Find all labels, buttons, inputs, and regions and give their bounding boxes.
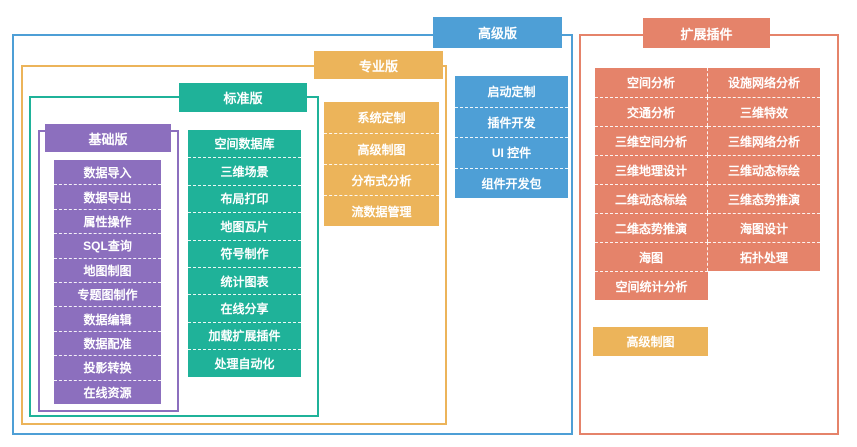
extension-item: 三维地理设计 bbox=[595, 155, 708, 184]
extension-item: 设施网络分析 bbox=[708, 68, 820, 97]
basic-feature-item: SQL查询 bbox=[54, 233, 161, 258]
extension-item: 海图设计 bbox=[708, 213, 820, 242]
extension-item: 二维态势推演 bbox=[595, 213, 708, 242]
advanced-feature-item: 组件开发包 bbox=[455, 167, 568, 198]
basic-feature-item: 数据导入 bbox=[54, 160, 161, 185]
professional-feature-list: 系统定制 高级制图 分布式分析 流数据管理 bbox=[324, 102, 439, 226]
basic-feature-item: 数据编辑 bbox=[54, 306, 161, 331]
advanced-feature-item: 插件开发 bbox=[455, 106, 568, 137]
basic-feature-item: 在线资源 bbox=[54, 379, 161, 404]
basic-feature-item: 属性操作 bbox=[54, 208, 161, 234]
standard-feature-item: 布局打印 bbox=[188, 184, 301, 213]
advanced-feature-item: UI 控件 bbox=[455, 137, 568, 168]
extension-extra-item: 高级制图 bbox=[593, 327, 708, 356]
extension-item: 拓扑处理 bbox=[708, 242, 820, 271]
professional-feature-item: 分布式分析 bbox=[324, 164, 439, 195]
extension-item: 交通分析 bbox=[595, 97, 708, 126]
standard-edition-title: 标准版 bbox=[179, 83, 307, 112]
professional-edition-title: 专业版 bbox=[314, 51, 443, 79]
extension-item: 三维网络分析 bbox=[708, 126, 820, 155]
extension-item: 空间分析 bbox=[595, 68, 708, 97]
advanced-edition-title: 高级版 bbox=[433, 17, 562, 48]
standard-feature-item: 地图瓦片 bbox=[188, 212, 301, 240]
extension-item: 三维特效 bbox=[708, 97, 820, 126]
basic-feature-item: 地图制图 bbox=[54, 257, 161, 282]
standard-feature-item: 处理自动化 bbox=[188, 349, 301, 377]
extension-item: 空间统计分析 bbox=[595, 271, 708, 300]
extension-item: 三维空间分析 bbox=[595, 126, 708, 155]
basic-feature-item: 投影转换 bbox=[54, 355, 161, 380]
standard-feature-item: 加载扩展插件 bbox=[188, 321, 301, 350]
professional-feature-item: 流数据管理 bbox=[324, 195, 439, 226]
standard-feature-list: 空间数据库 三维场景 布局打印 地图瓦片 符号制作 统计图表 在线分享 加载扩展… bbox=[188, 130, 301, 377]
basic-feature-item: 专题图制作 bbox=[54, 281, 161, 307]
advanced-feature-item: 启动定制 bbox=[455, 76, 568, 107]
basic-feature-list: 数据导入 数据导出 属性操作 SQL查询 地图制图 专题图制作 数据编辑 数据配… bbox=[54, 160, 161, 404]
extension-item: 海图 bbox=[595, 242, 708, 271]
basic-edition-title: 基础版 bbox=[45, 124, 171, 152]
standard-feature-item: 符号制作 bbox=[188, 239, 301, 267]
extension-item: 二维动态标绘 bbox=[595, 184, 708, 213]
professional-feature-item: 系统定制 bbox=[324, 102, 439, 133]
extension-item: 三维态势推演 bbox=[708, 184, 820, 213]
extension-item: 三维动态标绘 bbox=[708, 155, 820, 184]
standard-feature-item: 空间数据库 bbox=[188, 130, 301, 158]
standard-edition-frame bbox=[29, 96, 319, 417]
standard-feature-item: 在线分享 bbox=[188, 294, 301, 322]
advanced-feature-list: 启动定制 插件开发 UI 控件 组件开发包 bbox=[455, 76, 568, 198]
basic-feature-item: 数据配准 bbox=[54, 330, 161, 356]
professional-feature-item: 高级制图 bbox=[324, 133, 439, 164]
professional-edition-frame bbox=[21, 65, 447, 425]
basic-feature-item: 数据导出 bbox=[54, 184, 161, 209]
advanced-edition-frame bbox=[12, 34, 573, 435]
extensions-title: 扩展插件 bbox=[643, 18, 770, 48]
standard-feature-item: 三维场景 bbox=[188, 157, 301, 185]
standard-feature-item: 统计图表 bbox=[188, 266, 301, 295]
